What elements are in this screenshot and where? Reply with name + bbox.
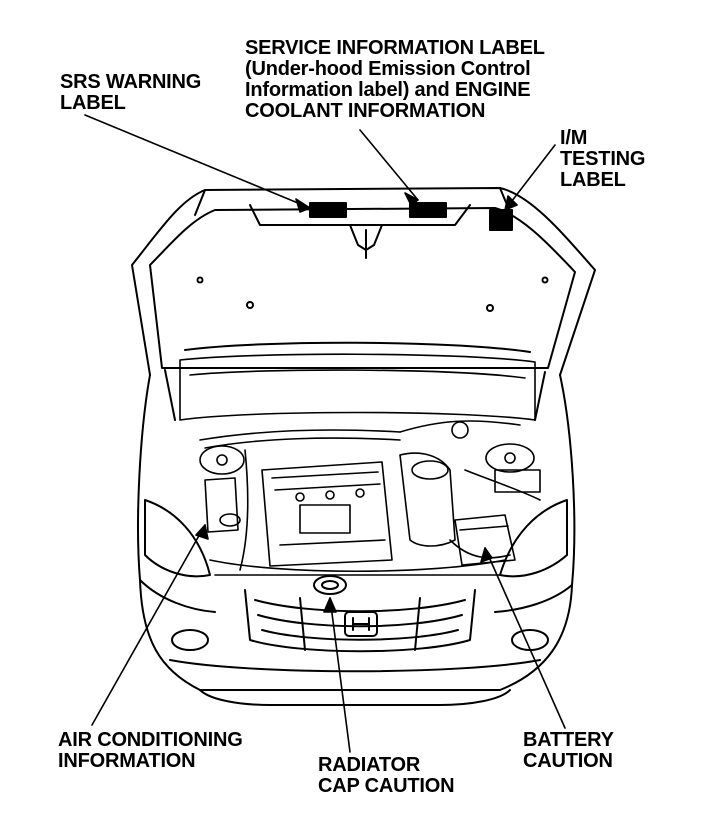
car-body [137,374,576,706]
label-line: I/M [560,127,588,149]
grille [244,575,476,653]
label-line: SERVICE INFORMATION LABEL [245,37,545,59]
im-testing-label-text: I/M TESTING LABEL [560,128,645,191]
label-line: SRS WARNING [60,71,202,93]
service-information-label-text: SERVICE INFORMATION LABEL (Under-hood Em… [245,38,545,122]
honda-h-emblem [344,611,378,637]
label-line: LABEL [60,92,126,114]
im-label-patch [489,209,513,231]
label-line: CAUTION [523,750,613,772]
leader-battery [484,547,566,729]
srs-warning-label-text: SRS WARNING LABEL [60,72,201,114]
label-line: RADIATOR [318,754,421,776]
label-line: AIR CONDITIONING [58,729,243,751]
leader-service [359,129,419,201]
engine-bay [179,353,541,576]
battery-caution-label-text: BATTERY CAUTION [523,730,614,772]
label-line: Information label) and ENGINE [245,79,531,101]
air-conditioning-label-text: AIR CONDITIONING INFORMATION [58,730,243,772]
leader-im [504,144,556,211]
leader-radiator [329,597,351,753]
service-label-patch [409,202,447,218]
label-line: INFORMATION [58,750,196,772]
leader-srs [84,114,311,209]
label-line: LABEL [560,169,626,191]
radiator-cap [313,575,347,595]
label-line: TESTING [560,148,646,170]
open-hood [131,187,596,421]
leader-lines [84,114,566,753]
leader-air-conditioning [91,524,206,726]
srs-label-patch [309,202,347,218]
label-line: (Under-hood Emission Control [245,58,531,80]
label-line: CAP CAUTION [318,775,455,797]
radiator-cap-label-text: RADIATOR CAP CAUTION [318,754,455,797]
label-line: COOLANT INFORMATION [245,100,486,122]
label-line: BATTERY [523,729,614,751]
